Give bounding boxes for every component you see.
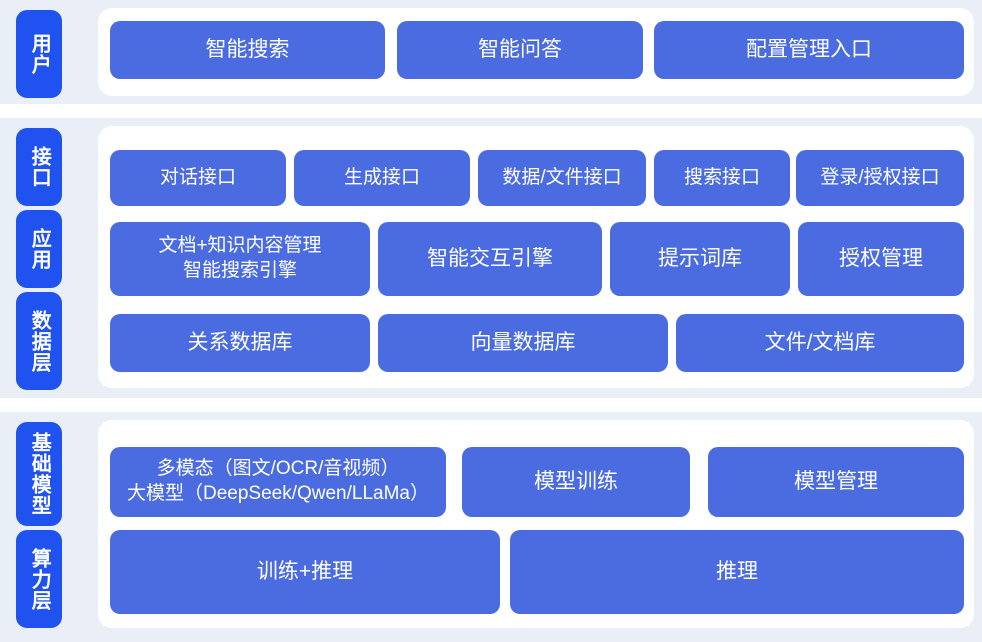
sidebar-item-user[interactable]: 用户 — [16, 10, 62, 98]
box-generate-api-label: 生成接口 — [343, 166, 420, 188]
box-prompt-library-label: 提示词库 — [658, 246, 742, 270]
sidebar-item-application[interactable]: 应用 — [16, 210, 62, 288]
box-smart-search-label: 智能搜索 — [205, 37, 290, 61]
box-login-auth-api-label: 登录/授权接口 — [820, 166, 940, 188]
box-model-training-label: 模型训练 — [534, 469, 618, 493]
box-search-api[interactable]: 搜索接口 — [654, 150, 790, 206]
box-search-api-label: 搜索接口 — [683, 166, 760, 188]
box-doc-knowledge-mgmt-label: 文档+知识内容管理 智能搜索引擎 — [158, 235, 322, 281]
box-relational-db-label: 关系数据库 — [187, 330, 293, 354]
box-model-mgmt-label: 模型管理 — [794, 469, 878, 493]
box-file-doc-store-label: 文件/文档库 — [764, 330, 876, 354]
box-dialog-api[interactable]: 对话接口 — [110, 150, 286, 206]
box-auth-mgmt[interactable]: 授权管理 — [798, 222, 964, 296]
box-data-file-api-label: 数据/文件接口 — [502, 166, 622, 188]
box-dialog-api-label: 对话接口 — [159, 166, 236, 188]
sidebar-item-compute-layer-label: 算力层 — [28, 547, 51, 611]
box-data-file-api[interactable]: 数据/文件接口 — [478, 150, 646, 206]
box-vector-db-label: 向量数据库 — [470, 330, 576, 354]
box-infer[interactable]: 推理 — [510, 530, 964, 614]
box-config-entry[interactable]: 配置管理入口 — [654, 21, 964, 79]
band-gap-2 — [0, 398, 982, 412]
sidebar-item-base-model[interactable]: 基础模型 — [16, 422, 62, 526]
box-interaction-engine-label: 智能交互引擎 — [427, 246, 553, 270]
box-doc-knowledge-mgmt[interactable]: 文档+知识内容管理 智能搜索引擎 — [110, 222, 370, 296]
box-infer-label: 推理 — [716, 559, 758, 583]
box-auth-mgmt-label: 授权管理 — [839, 246, 923, 270]
box-smart-qa[interactable]: 智能问答 — [397, 21, 643, 79]
box-train-infer-label: 训练+推理 — [256, 559, 354, 583]
box-login-auth-api[interactable]: 登录/授权接口 — [796, 150, 964, 206]
sidebar-item-compute-layer[interactable]: 算力层 — [16, 530, 62, 628]
sidebar-item-interface[interactable]: 接口 — [16, 128, 62, 206]
box-model-training[interactable]: 模型训练 — [462, 447, 690, 517]
box-file-doc-store[interactable]: 文件/文档库 — [676, 314, 964, 372]
sidebar-item-data-layer-label: 数据层 — [28, 309, 51, 373]
box-smart-qa-label: 智能问答 — [478, 37, 562, 61]
box-train-infer[interactable]: 训练+推理 — [110, 530, 500, 614]
box-generate-api[interactable]: 生成接口 — [294, 150, 470, 206]
box-config-entry-label: 配置管理入口 — [746, 37, 872, 61]
sidebar-item-base-model-label: 基础模型 — [28, 432, 51, 516]
sidebar-item-interface-label: 接口 — [28, 146, 51, 188]
box-smart-search[interactable]: 智能搜索 — [110, 21, 385, 79]
band-gap-1 — [0, 104, 982, 118]
box-relational-db[interactable]: 关系数据库 — [110, 314, 370, 372]
box-multimodal-llm[interactable]: 多模态（图文/OCR/音视频） 大模型（DeepSeek/Qwen/LLaMa） — [110, 447, 446, 517]
sidebar-item-application-label: 应用 — [28, 228, 51, 270]
sidebar-item-user-label: 用户 — [28, 33, 51, 75]
sidebar-item-data-layer[interactable]: 数据层 — [16, 292, 62, 390]
box-multimodal-llm-label: 多模态（图文/OCR/音视频） 大模型（DeepSeek/Qwen/LLaMa） — [126, 458, 429, 504]
box-vector-db[interactable]: 向量数据库 — [378, 314, 668, 372]
box-model-mgmt[interactable]: 模型管理 — [708, 447, 964, 517]
box-prompt-library[interactable]: 提示词库 — [610, 222, 790, 296]
box-interaction-engine[interactable]: 智能交互引擎 — [378, 222, 602, 296]
